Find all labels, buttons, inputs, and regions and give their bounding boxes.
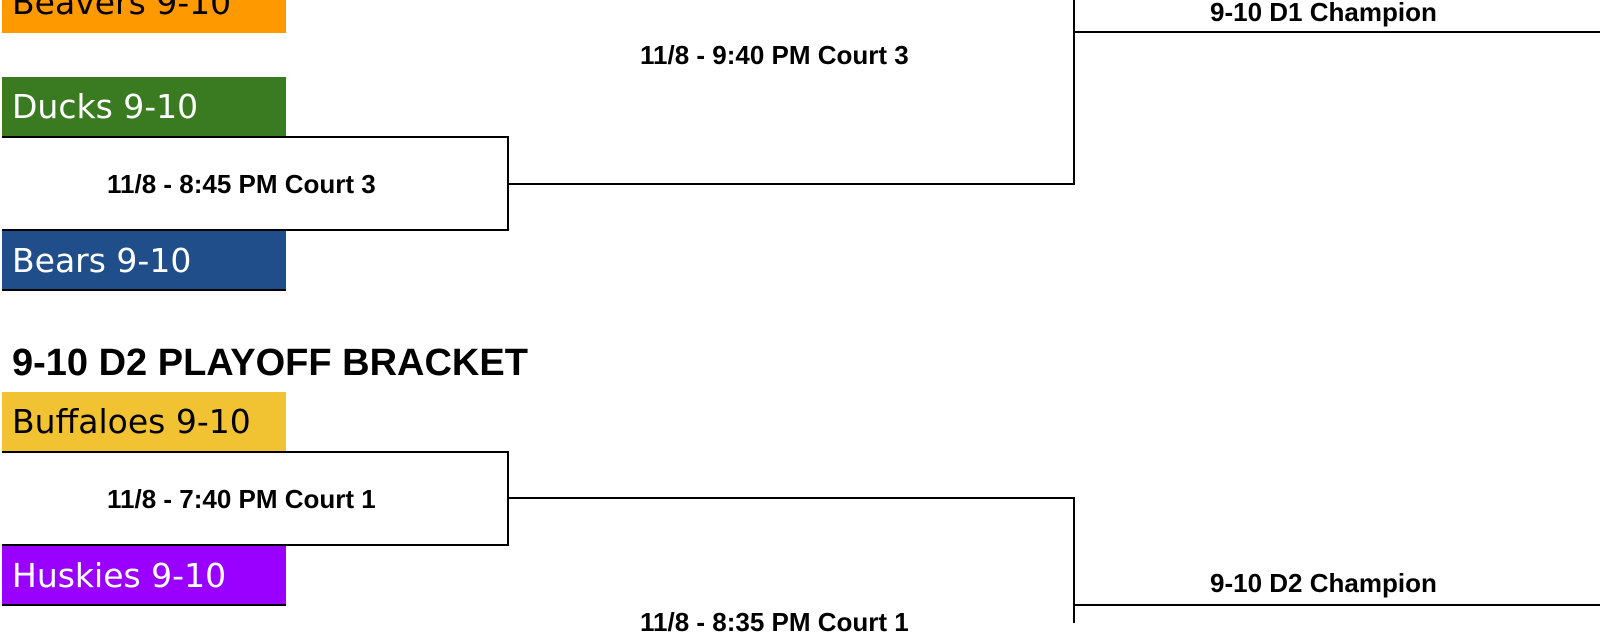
d2-buffaloes-bracket-line bbox=[2, 451, 509, 453]
d1-semifinal-winner-line bbox=[507, 183, 1075, 185]
d1-ducks-bracket-line bbox=[2, 136, 509, 138]
d2-final-game-label: 11/8 - 8:35 PM Court 1 bbox=[640, 607, 909, 637]
d2-champion-line bbox=[1073, 604, 1600, 606]
team-ducks: Ducks 9-10 bbox=[2, 77, 286, 137]
d1-champion-label: 9-10 D1 Champion bbox=[1210, 0, 1437, 27]
d2-semifinal-winner-line bbox=[507, 497, 1075, 499]
d2-champion-label: 9-10 D2 Champion bbox=[1210, 568, 1437, 598]
d2-huskies-underline bbox=[2, 604, 286, 606]
d2-bracket-title: 9-10 D2 PLAYOFF BRACKET bbox=[12, 342, 528, 384]
d1-semifinal-game-label: 11/8 - 8:45 PM Court 3 bbox=[107, 169, 376, 199]
d2-semifinal-game-label: 11/8 - 7:40 PM Court 1 bbox=[107, 484, 376, 514]
d1-champion-line bbox=[1073, 31, 1600, 33]
team-bears: Bears 9-10 bbox=[2, 231, 286, 291]
d2-final-connector bbox=[1073, 497, 1075, 623]
d1-bears-bracket-line bbox=[2, 229, 509, 231]
d1-bears-underline bbox=[2, 289, 286, 291]
team-buffaloes: Buffaloes 9-10 bbox=[2, 392, 286, 452]
d1-final-connector bbox=[1073, 0, 1075, 185]
d1-final-game-label: 11/8 - 9:40 PM Court 3 bbox=[640, 40, 909, 70]
d2-huskies-bracket-line bbox=[2, 544, 509, 546]
team-huskies: Huskies 9-10 bbox=[2, 546, 286, 606]
team-beavers: Beavers 9-10 bbox=[2, 0, 286, 33]
